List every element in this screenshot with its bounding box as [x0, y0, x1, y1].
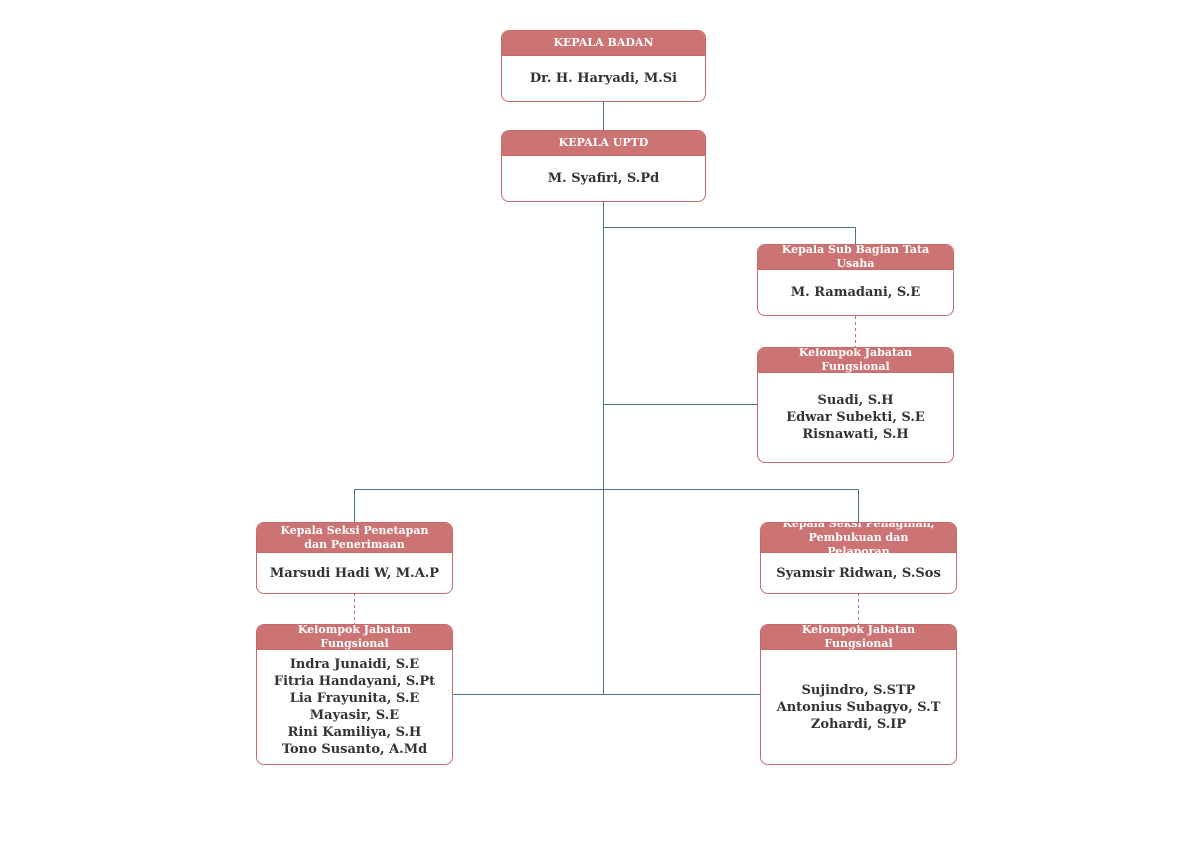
jf-penagihan-member: Antonius Subagyo, S.T	[776, 699, 941, 715]
kepala-badan-box: KEPALA BADAN Dr. H. Haryadi, M.Si	[501, 30, 706, 102]
kasubag-tu-name: M. Ramadani, S.E	[790, 285, 921, 300]
jf-penetapan-member: Tono Susanto, A.Md	[281, 742, 428, 757]
jf-tu-member: Risnawati, S.H	[802, 427, 909, 442]
jf-tu-box: Kelompok Jabatan Fungsional Suadi, S.H E…	[757, 347, 954, 463]
jf-penagihan-box: Kelompok Jabatan Fungsional Sujindro, S.…	[760, 624, 957, 765]
kasi-penagihan-title: Kepala Seksi Penagihan, Pembukuan dan Pe…	[761, 523, 956, 558]
jf-penetapan-box: Kelompok Jabatan Fungsional Indra Junaid…	[256, 624, 453, 765]
kepala-badan-name: Dr. H. Haryadi, M.Si	[529, 71, 678, 86]
jf-penetapan-member: Fitria Handayani, S.Pt	[273, 674, 436, 689]
jf-tu-title: Kelompok Jabatan Fungsional	[758, 348, 953, 373]
jf-penetapan-title: Kelompok Jabatan Fungsional	[257, 625, 452, 650]
kasi-penagihan-box: Kepala Seksi Penagihan, Pembukuan dan Pe…	[760, 522, 957, 594]
jf-penagihan-member: Sujindro, S.STP	[801, 682, 916, 698]
kasi-penetapan-title: Kepala Seksi Penetapan dan Penerimaan	[257, 523, 452, 553]
jf-penetapan-member: Rini Kamiliya, S.H	[287, 725, 422, 740]
kepala-uptd-name: M. Syafiri, S.Pd	[547, 171, 660, 186]
jf-penetapan-member: Mayasir, S.E	[309, 708, 400, 723]
kasubag-tu-box: Kepala Sub Bagian Tata Usaha M. Ramadani…	[757, 244, 954, 316]
jf-penetapan-member: Indra Junaidi, S.E	[289, 657, 420, 672]
jf-tu-member-list: Suadi, S.H Edwar Subekti, S.E Risnawati,…	[786, 392, 925, 443]
kepala-uptd-title: KEPALA UPTD	[502, 131, 705, 156]
kasi-penetapan-box: Kepala Seksi Penetapan dan Penerimaan Ma…	[256, 522, 453, 594]
jf-tu-member: Edwar Subekti, S.E	[786, 410, 925, 425]
jf-penetapan-member-list: Indra Junaidi, S.E Fitria Handayani, S.P…	[274, 656, 435, 758]
jf-penagihan-title: Kelompok Jabatan Fungsional	[761, 625, 956, 650]
jf-penagihan-member-list: Sujindro, S.STP Antonius Subagyo, S.T Zo…	[777, 682, 941, 733]
jf-penetapan-member: Lia Frayunita, S.E	[289, 691, 420, 706]
kasubag-tu-title: Kepala Sub Bagian Tata Usaha	[758, 245, 953, 270]
kepala-badan-title: KEPALA BADAN	[502, 31, 705, 56]
jf-penagihan-member: Zohardi, S.IP	[810, 716, 907, 732]
kasi-penetapan-name: Marsudi Hadi W, M.A.P	[269, 565, 440, 581]
jf-tu-member: Suadi, S.H	[817, 393, 894, 408]
kepala-uptd-box: KEPALA UPTD M. Syafiri, S.Pd	[501, 130, 706, 202]
kasi-penagihan-name: Syamsir Ridwan, S.Sos	[776, 565, 941, 581]
